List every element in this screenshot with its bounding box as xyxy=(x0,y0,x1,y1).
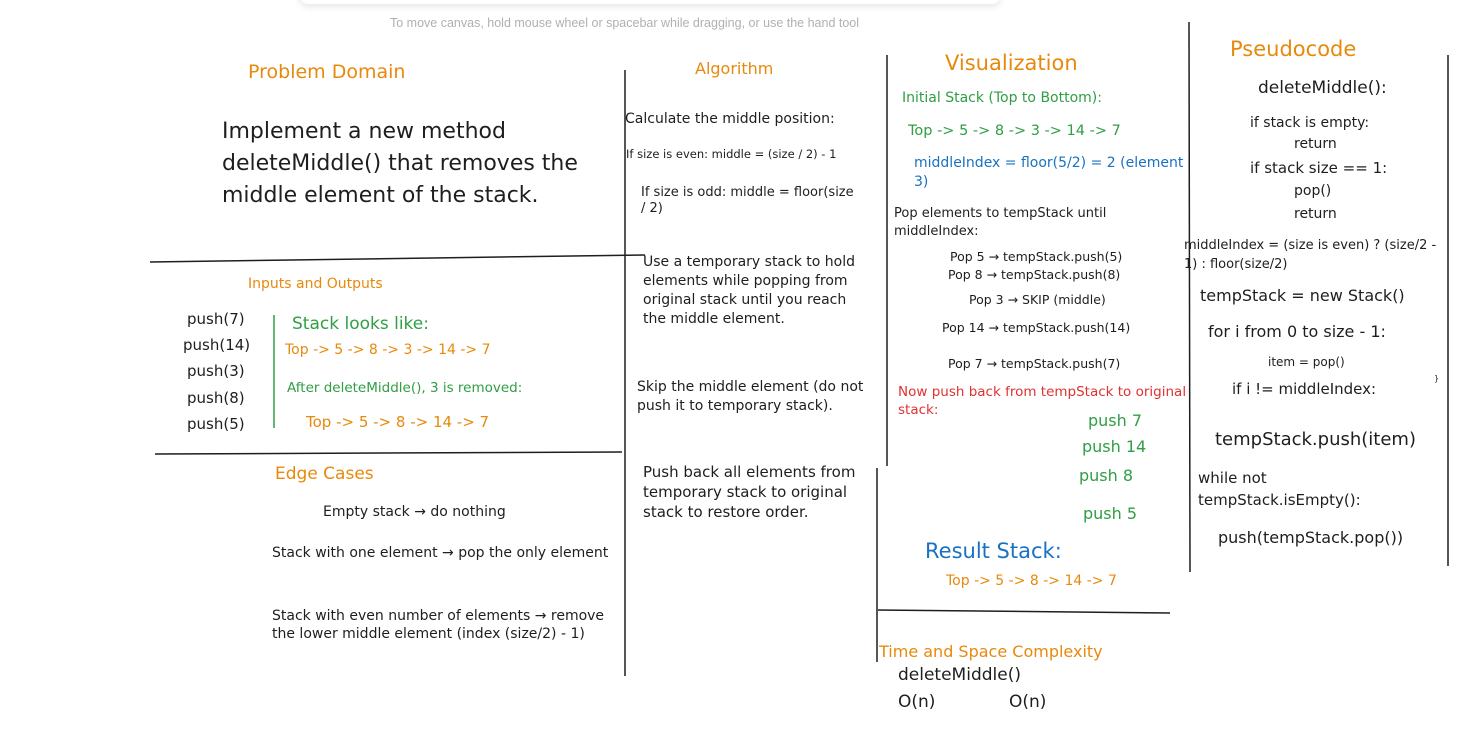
vis-push-8: push 8 xyxy=(1079,466,1134,485)
complexity-method: deleteMiddle() xyxy=(898,665,1021,685)
problem-domain-body: Implement a new method deleteMiddle() th… xyxy=(222,119,578,208)
pseudo-line-for: for i from 0 to size - 1: xyxy=(1208,322,1386,341)
edge-case-even: Stack with even number of elements → rem… xyxy=(272,608,605,642)
divider-pseudo-left xyxy=(1188,21,1191,573)
vis-initial-stack: Top -> 5 -> 8 -> 3 -> 14 -> 7 xyxy=(908,123,1121,139)
complexity-time: O(n) xyxy=(898,692,936,712)
pseudo-line-return-2: return xyxy=(1294,206,1337,222)
pseudo-line-item-pop: item = pop() xyxy=(1268,355,1345,369)
io-push-1: push(7) xyxy=(187,310,245,328)
algorithm-step-push-back: Push back all elements from temporary st… xyxy=(643,463,856,521)
pseudo-line-if-one: if stack size == 1: xyxy=(1250,159,1388,177)
vis-pushback-note: Now push back from tempStack to original… xyxy=(898,384,1187,418)
pseudo-line-brace: } xyxy=(1434,374,1440,383)
pseudo-line-while: while not tempStack.isEmpty(): xyxy=(1198,469,1361,509)
vis-result-stack: Top -> 5 -> 8 -> 14 -> 7 xyxy=(946,573,1117,589)
algorithm-step-middle: Calculate the middle position: xyxy=(625,111,835,127)
io-after-note: After deleteMiddle(), 3 is removed: xyxy=(287,380,523,396)
toolbar-shadow xyxy=(300,0,1000,4)
io-push-3: push(3) xyxy=(187,362,245,380)
pseudo-line-temp-stack: tempStack = new Stack() xyxy=(1200,286,1405,305)
algorithm-step-temp-stack: Use a temporary stack to hold elements w… xyxy=(643,254,855,327)
pseudo-line-push-back: push(tempStack.pop()) xyxy=(1218,528,1404,547)
pseudocode-title: Pseudocode xyxy=(1230,37,1357,61)
vis-pop-7: Pop 7 → tempStack.push(7) xyxy=(948,356,1121,371)
visualization-title: Visualization xyxy=(945,51,1078,75)
io-push-5: push(5) xyxy=(187,415,245,433)
edge-case-one: Stack with one element → pop the only el… xyxy=(272,545,609,561)
pseudo-line-if-not-middle: if i != middleIndex: xyxy=(1232,380,1377,398)
pseudo-line-middle-index: middleIndex = (size is even) ? (size/2 -… xyxy=(1184,238,1437,272)
vis-pop-14: Pop 14 → tempStack.push(14) xyxy=(942,320,1131,335)
pseudo-line-pop: pop() xyxy=(1294,183,1332,199)
divider-io-edge xyxy=(154,451,623,455)
pseudo-line-signature: deleteMiddle(): xyxy=(1258,78,1387,98)
algorithm-odd-rule: If size is odd: middle = floor(size / 2) xyxy=(641,185,854,217)
io-push-4: push(8) xyxy=(187,389,245,407)
vis-result-label: Result Stack: xyxy=(925,539,1062,563)
canvas-hint: To move canvas, hold mouse wheel or spac… xyxy=(390,16,860,30)
complexity-space: O(n) xyxy=(1009,692,1047,712)
problem-domain-title: Problem Domain xyxy=(248,61,406,83)
algorithm-even-rule: If size is even: middle = (size / 2) - 1 xyxy=(626,147,837,161)
pseudo-line-temp-push: tempStack.push(item) xyxy=(1215,429,1416,450)
vis-push-5: push 5 xyxy=(1083,504,1138,523)
edge-case-empty: Empty stack → do nothing xyxy=(323,504,506,520)
algorithm-step-skip: Skip the middle element (do not push it … xyxy=(637,379,864,414)
io-title: Inputs and Outputs xyxy=(248,276,383,292)
pseudo-line-return-1: return xyxy=(1294,136,1337,152)
vis-push-14: push 14 xyxy=(1082,437,1147,456)
vis-initial-label: Initial Stack (Top to Bottom): xyxy=(902,90,1102,106)
edge-cases-title: Edge Cases xyxy=(275,464,374,484)
io-push-2: push(14) xyxy=(183,336,251,354)
divider-problem-io xyxy=(149,254,646,263)
vis-middle-index: middleIndex = floor(5/2) = 2 (element 3) xyxy=(914,155,1184,190)
complexity-title: Time and Space Complexity xyxy=(879,642,1103,661)
pseudo-line-if-empty: if stack is empty: xyxy=(1250,115,1370,131)
vis-push-7: push 7 xyxy=(1088,411,1143,430)
divider-vis-complexity-h xyxy=(877,609,1171,614)
vis-pop-8: Pop 8 → tempStack.push(8) xyxy=(948,267,1121,282)
io-stack-after: Top -> 5 -> 8 -> 14 -> 7 xyxy=(306,413,490,431)
vis-pop-3-skip: Pop 3 → SKIP (middle) xyxy=(969,292,1106,307)
vis-pop-note: Pop elements to tempStack until middleIn… xyxy=(894,206,1107,239)
vis-pop-5: Pop 5 → tempStack.push(5) xyxy=(950,249,1123,264)
io-looks-like: Stack looks like: xyxy=(292,314,429,334)
io-stack-before: Top -> 5 -> 8 -> 3 -> 14 -> 7 xyxy=(285,342,491,358)
algorithm-title: Algorithm xyxy=(695,59,774,78)
